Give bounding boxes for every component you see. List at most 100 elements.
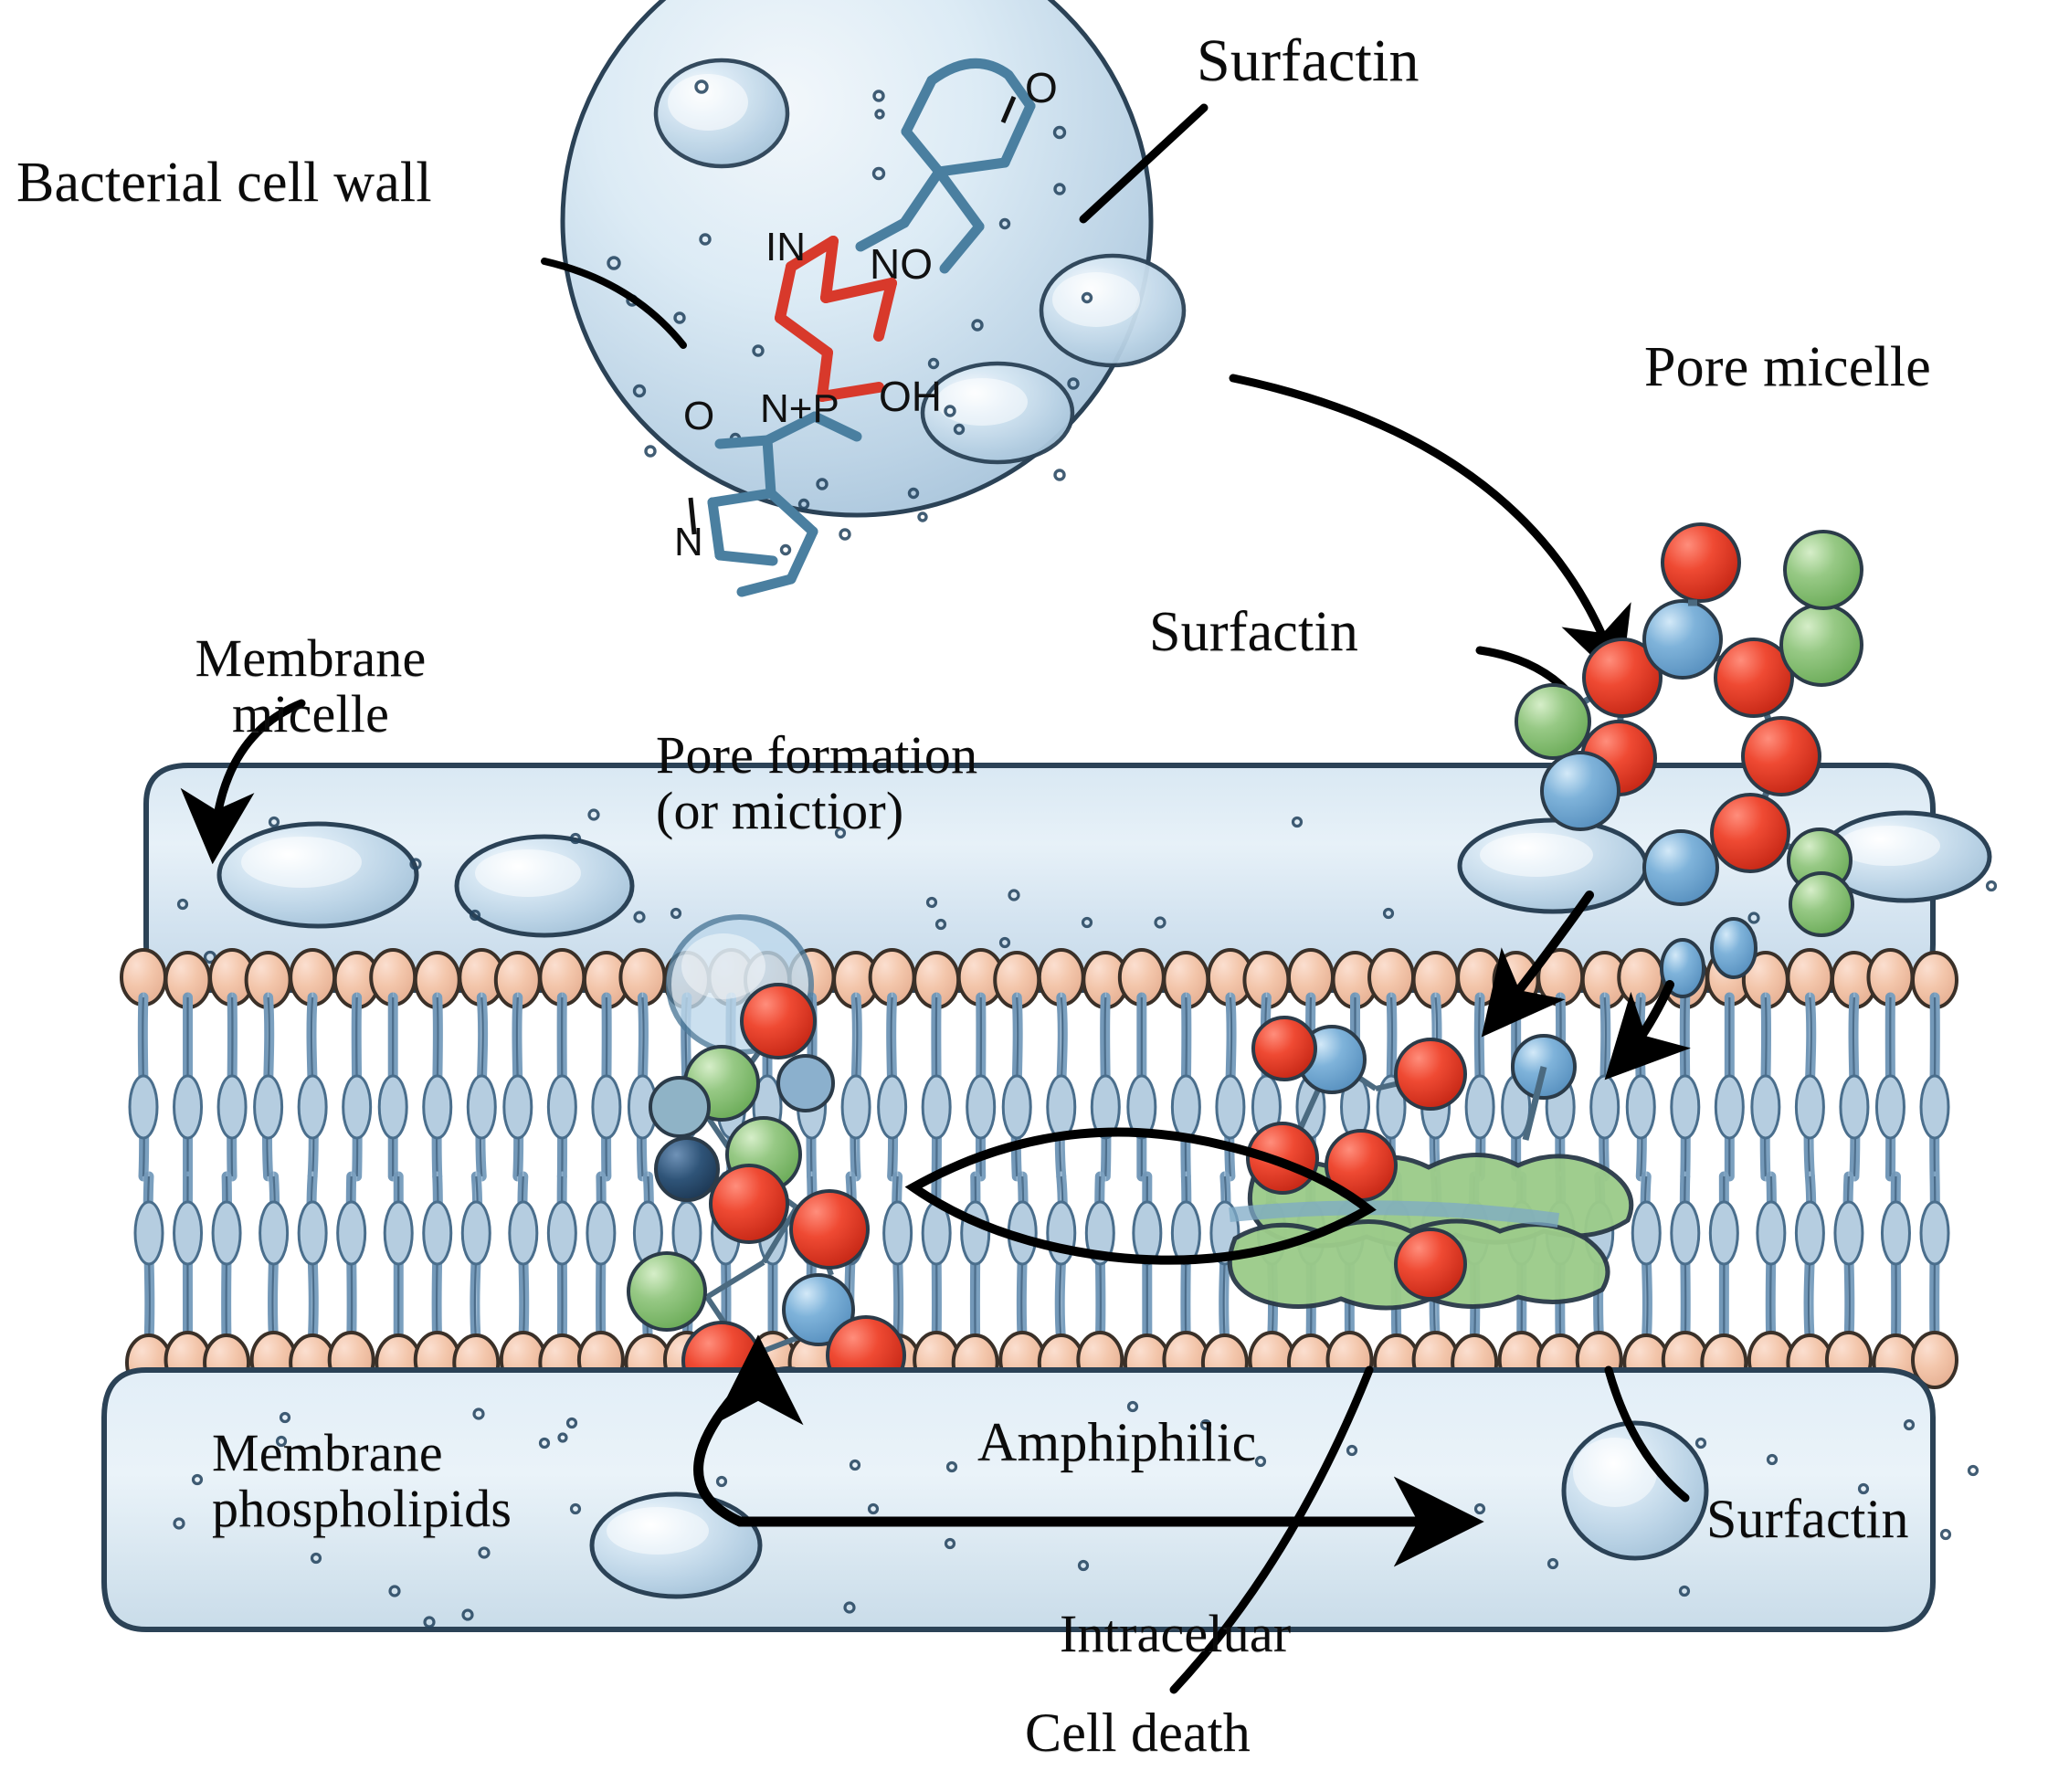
phospholipid-tail-bulge (133, 1200, 164, 1266)
phospholipid-tail-bulge (297, 1200, 328, 1266)
leader-bacterial-cell-wall (541, 258, 687, 349)
phospholipid-tail (1756, 1171, 1787, 1348)
phospholipid-tail (1126, 992, 1157, 1182)
phospholipid-head (1911, 1331, 1958, 1389)
label-membrane-phospholipids: Membrane phospholipids (212, 1425, 512, 1537)
phospholipid-tail-bulge (1880, 1200, 1911, 1266)
phospholipid-tail-bulge (1919, 1200, 1950, 1266)
phospholipid-tail (1007, 1171, 1038, 1348)
label-membrane-micelle-line1: Membrane (195, 628, 427, 688)
label-bacterial-cell-wall: Bacterial cell wall (16, 152, 432, 214)
phospholipid-tail (336, 1171, 367, 1348)
phospholipid-tail-bulge (1589, 1074, 1620, 1140)
pore-lens-outline (904, 1127, 1377, 1265)
phospholipid-tail (1631, 1171, 1662, 1348)
phospholipid-tail-bulge (960, 1200, 991, 1266)
phospholipid-tail (466, 992, 497, 1182)
arrow-membrane-micelle (180, 699, 306, 865)
phospholipid-tail (1880, 1171, 1911, 1348)
phospholipid-tail (173, 992, 204, 1182)
phospholipid-tail (1839, 992, 1870, 1182)
upper-cell-wall-band (143, 763, 1998, 993)
phospholipid-tail (1794, 1171, 1825, 1348)
phospholipid-tail (1046, 992, 1077, 1182)
phospholipid-tail-bulge (173, 1074, 204, 1140)
phospholipid-tail-bulge (966, 1074, 997, 1140)
phospholipid-tail (1833, 1171, 1864, 1348)
phospholipid-tail (1215, 992, 1246, 1182)
phospholipid-tail (211, 1171, 242, 1348)
phospholipid-tail-bulge (882, 1200, 913, 1266)
phospholipid-tail (297, 1171, 328, 1348)
phospholipid-tail (1670, 992, 1701, 1182)
label-surfactin-mid: Surfactin (1149, 601, 1359, 663)
phospholipid-tail (1001, 992, 1032, 1182)
phospholipid-tail (882, 1171, 913, 1348)
arrow-monomer-into-bilayer (1604, 980, 1691, 1080)
phospholipid-tail (422, 1171, 453, 1348)
phospholipid-tail-bulge (1714, 1074, 1745, 1140)
phospholipid-tail-bulge (1794, 1074, 1825, 1140)
phospholipid-tail-bulge (128, 1074, 159, 1140)
phospholipid-tail-bulge (1756, 1200, 1787, 1266)
phospholipid-tail-bulge (1670, 1074, 1701, 1140)
phospholipid-tail-bulge (586, 1200, 617, 1266)
phospholipid-tail-bulge (173, 1200, 204, 1266)
phospholipid-tail (877, 992, 908, 1182)
atom-label-O-lower: O (683, 394, 714, 438)
phospholipid-tail (422, 992, 453, 1182)
phospholipid-tail (1670, 1171, 1701, 1348)
phospholipid-tail (502, 992, 533, 1182)
phospholipid-tail-bulge (211, 1200, 242, 1266)
phospholipid-tail (460, 1171, 491, 1348)
phospholipid-tail-bulge (1625, 1074, 1656, 1140)
bacterial-cell-wall-sphere: O NO IN OH (560, 0, 1187, 597)
label-membrane-micelle-line2: micelle (231, 684, 390, 744)
label-membrane-phospholipids-line1: Membrane (212, 1423, 443, 1482)
phospholipid-tail-bulge (383, 1200, 414, 1266)
phospholipid-tail-bulge (1084, 1200, 1115, 1266)
phospholipid-tail (1714, 992, 1745, 1182)
atom-label-N: N (674, 520, 703, 564)
phospholipid-tail-bulge (1839, 1074, 1870, 1140)
phospholipid-tail (1750, 992, 1781, 1182)
phospholipid-tail-bulge (422, 1200, 453, 1266)
phospholipid-tail-bulge (546, 1074, 577, 1140)
lipid-bilayer (120, 948, 1958, 1392)
phospholipid-tail-bulge (1046, 1074, 1077, 1140)
pore-micelle-molecule (1515, 522, 1863, 998)
phospholipid-tail (1090, 992, 1121, 1182)
phospholipid-tail-bulge (460, 1200, 491, 1266)
phospholipid-tail (342, 992, 373, 1182)
phospholipid-tail (173, 1171, 204, 1348)
phospholipid-tail (546, 992, 577, 1182)
phospholipid-tail-bulge (1215, 1074, 1246, 1140)
phospholipid-tail-bulge (1833, 1200, 1864, 1266)
phospholipid-tail-bulge (1001, 1074, 1032, 1140)
phospholipid-tail (627, 992, 658, 1182)
phospholipid-tail-bulge (1919, 1074, 1950, 1140)
phospholipid-tail (1919, 1171, 1950, 1348)
phospholipid-tail-bulge (1794, 1200, 1825, 1266)
atom-label-NO: NO (870, 240, 933, 288)
atom-label-NP: N+P (760, 386, 839, 431)
label-pore-formation-line1: Pore formation (656, 725, 978, 785)
phospholipid-tail (133, 1171, 164, 1348)
phospholipid-tail-bulge (508, 1200, 539, 1266)
label-pore-formation-line2: (or mictior) (656, 781, 904, 841)
label-surfactin-bottom: Surfactin (1706, 1489, 1909, 1549)
phospholipid-tail (921, 992, 952, 1182)
phospholipid-tail-bulge (466, 1074, 497, 1140)
phospholipid-tail-bulge (921, 1074, 952, 1140)
phospholipid-tail (216, 992, 248, 1182)
phospholipid-tail (1046, 1171, 1077, 1348)
phospholipid-tail (960, 1171, 991, 1348)
phospholipid-tail (253, 992, 284, 1182)
atom-label-IN: IN (765, 225, 806, 269)
phospholipid-tail (586, 1171, 617, 1348)
atom-label-O-upper: O (1025, 64, 1058, 111)
phospholipid-tail-bulge (377, 1074, 408, 1140)
phospholipid-tail (377, 992, 408, 1182)
label-pore-formation: Pore formation (or mictior) (656, 727, 977, 839)
